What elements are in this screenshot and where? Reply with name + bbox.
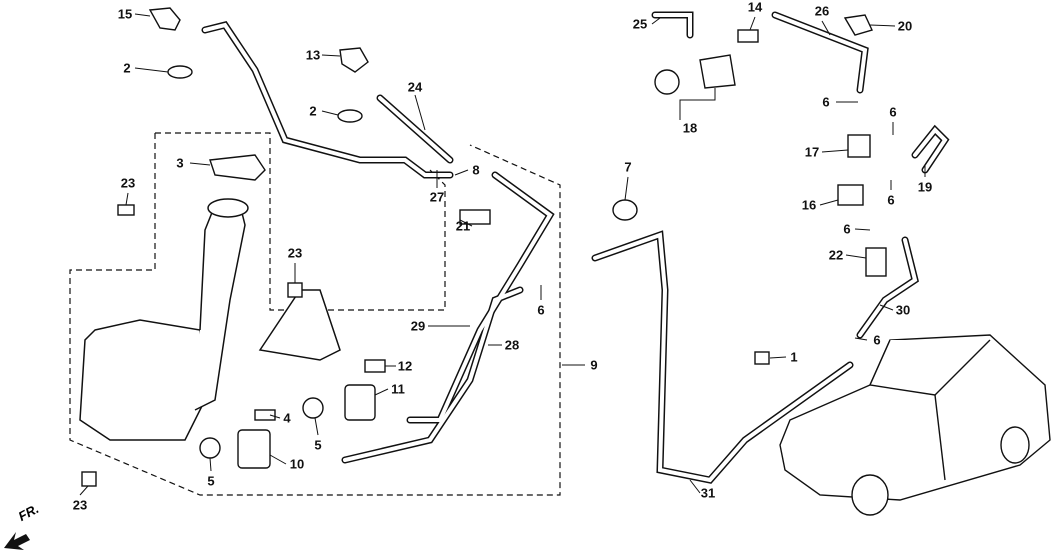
part-label-23: 23: [287, 245, 303, 261]
part-label-6: 6: [537, 302, 545, 318]
part-label-31: 31: [700, 485, 716, 501]
seal-5b: [199, 437, 221, 459]
part-label-17: 17: [804, 144, 820, 160]
bolt-23b: [287, 282, 303, 298]
part-label-30: 30: [895, 302, 911, 318]
motor-10: [237, 429, 271, 469]
part-label-4: 4: [283, 410, 291, 426]
part-label-15: 15: [117, 6, 133, 22]
front-arrow: [4, 532, 30, 550]
part-label-5: 5: [207, 473, 215, 489]
clip-21: [459, 209, 491, 225]
part-label-1: 1: [790, 349, 798, 365]
part-label-21: 21: [455, 218, 471, 234]
part-label-29: 29: [410, 318, 426, 334]
part-label-6: 6: [889, 104, 897, 120]
part-label-28: 28: [504, 337, 520, 353]
part-label-26: 26: [814, 3, 830, 19]
cap-3: [209, 154, 266, 181]
part-label-2: 2: [123, 60, 131, 76]
part-label-6: 6: [822, 94, 830, 110]
part-label-14: 14: [747, 0, 763, 15]
part-label-16: 16: [801, 197, 817, 213]
part-label-27: 27: [429, 189, 445, 205]
parts: [81, 7, 887, 487]
nozzle-13: [339, 47, 369, 73]
part-label-10: 10: [289, 456, 305, 472]
grommet-18: [654, 69, 680, 95]
washer-tank: [79, 198, 341, 441]
grommet-2a: [167, 65, 193, 79]
bolt-23c: [81, 471, 97, 487]
clip-1: [754, 351, 770, 365]
part-label-24: 24: [407, 79, 423, 95]
valve-14: [737, 29, 759, 43]
check-valve: [699, 54, 736, 89]
part-label-11: 11: [391, 381, 405, 397]
part-label-9: 9: [590, 357, 598, 373]
part-label-23: 23: [120, 175, 136, 191]
part-label-5: 5: [314, 437, 322, 453]
car-outline: [779, 334, 1051, 516]
part-label-12: 12: [397, 358, 413, 374]
joint-16: [837, 184, 864, 206]
leader-lines: [79, 13, 926, 496]
part-label-2: 2: [309, 103, 317, 119]
part-label-18: 18: [682, 120, 698, 136]
grommet-2b: [337, 109, 363, 123]
filter-4: [254, 409, 276, 421]
part-label-3: 3: [176, 155, 184, 171]
part-label-19: 19: [917, 179, 933, 195]
part-label-23: 23: [72, 497, 88, 513]
motor-11: [344, 384, 376, 421]
part-label-22: 22: [828, 247, 844, 263]
bolt-23a: [117, 204, 135, 216]
part-label-25: 25: [632, 16, 648, 32]
part-label-20: 20: [897, 18, 913, 34]
label-22: [865, 247, 887, 277]
part-label-6: 6: [843, 221, 851, 237]
part-label-8: 8: [472, 162, 480, 178]
filter-12: [364, 359, 386, 373]
part-label-13: 13: [305, 47, 321, 63]
part-label-7: 7: [624, 159, 632, 175]
nozzle-15: [148, 7, 181, 31]
hoses: [201, 11, 950, 484]
part-label-6: 6: [873, 332, 881, 348]
grommet-7: [612, 199, 638, 221]
dashed-boxes: [69, 132, 561, 496]
part-label-6: 6: [887, 192, 895, 208]
clip-20: [843, 14, 873, 36]
seal-5a: [302, 397, 324, 419]
joint-17: [847, 134, 871, 158]
